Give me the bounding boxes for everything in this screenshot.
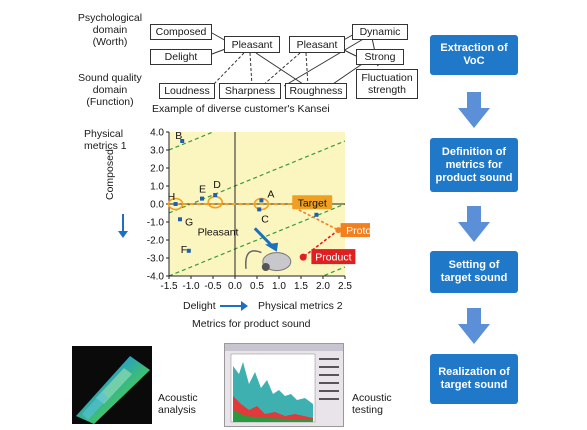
- data-point: [259, 198, 264, 203]
- data-point: [314, 212, 319, 217]
- data-point-label: E: [199, 184, 206, 196]
- x-tick-label: -0.5: [204, 281, 222, 292]
- prototype-path: [294, 206, 339, 231]
- x-tick-label: -1.5: [160, 281, 178, 292]
- x-axis-title: Physical metrics 2: [258, 300, 343, 312]
- spectrum-plot: [225, 344, 343, 423]
- prototype-marker: [335, 227, 342, 234]
- sound-quality-domain-label: Sound quality domain (Function): [78, 72, 142, 108]
- data-point: [257, 207, 262, 212]
- y-tick-label: -3.0: [147, 254, 165, 265]
- y-tick-label: -1.0: [147, 218, 165, 229]
- acoustic-analysis-image: [72, 346, 152, 424]
- delight-right-arrow: [219, 301, 248, 311]
- y-tick-label: 0.0: [150, 200, 164, 211]
- data-point-label: D: [213, 179, 221, 191]
- composed-down-arrow-head: [118, 231, 128, 238]
- y-tick-label: -4.0: [147, 272, 165, 283]
- vacuum-cleaner-icon: [245, 250, 292, 272]
- product-marker: [299, 253, 307, 261]
- dynamic-box: Dynamic: [352, 24, 408, 40]
- pleasant-label: Pleasant: [198, 227, 239, 239]
- pleasant-arrow-head: [264, 242, 279, 252]
- x-axis-delight-label: Delight: [183, 300, 248, 312]
- fluctuation-strength-box: Fluctuation strength: [356, 69, 418, 99]
- product-path: [302, 229, 339, 258]
- prototype-label-box: [340, 223, 370, 238]
- data-point: [186, 248, 191, 253]
- vacuum-wheel: [261, 263, 270, 271]
- product-label: Product: [315, 252, 351, 264]
- guide-line-2: [169, 140, 345, 214]
- pleasant-left-box: Pleasant: [224, 36, 280, 53]
- composed-down-arrow: [122, 214, 124, 232]
- target-label: Target: [298, 197, 327, 209]
- target-label-box: [292, 195, 333, 210]
- product-label-box: [311, 249, 356, 265]
- guide-line-3: [169, 132, 215, 151]
- data-point: [200, 196, 204, 201]
- delight-box: Delight: [150, 49, 212, 65]
- data-point-label: H: [168, 191, 176, 203]
- data-point: [180, 139, 185, 143]
- guide-line-1: [169, 203, 345, 276]
- x-tick-label: 2.5: [338, 281, 352, 292]
- data-point: [178, 217, 182, 222]
- acoustic-testing-image: [224, 343, 344, 427]
- pleasant-arrow: [253, 227, 274, 248]
- x-tick-label: 1.5: [294, 281, 308, 292]
- data-point-label: B: [175, 130, 182, 142]
- strong-box: Strong: [356, 49, 404, 65]
- data-point: [173, 202, 178, 206]
- y-tick-label: 3.0: [150, 146, 164, 157]
- x-tick-label: 1.0: [272, 281, 286, 292]
- y-tick-label: 2.0: [150, 164, 164, 175]
- acoustic-analysis-label: Acoustic analysis: [158, 392, 198, 416]
- data-point: [213, 193, 218, 197]
- composed-box: Composed: [150, 24, 212, 40]
- x-tick-label: 0.5: [250, 281, 264, 292]
- vacuum-body: [262, 252, 292, 272]
- y-tick-label: -2.0: [147, 236, 165, 247]
- roughness-box: Roughness: [285, 83, 347, 99]
- loudness-box: Loudness: [159, 83, 215, 99]
- data-point-label: A: [267, 188, 274, 200]
- chart-caption: Metrics for product sound: [192, 318, 311, 330]
- prototype-label: Prototype: [346, 225, 370, 237]
- vacuum-hose: [245, 250, 262, 269]
- product-sound-chart: 4.0 3.0 2.0 1.0 0.0 -1.0 -2.0 -3.0 -4.0 -1.5 -1.0…: [147, 128, 370, 292]
- flow-arrow-2: [458, 206, 490, 242]
- acoustic-surface-plot: [76, 356, 150, 424]
- data-point-label: C: [261, 213, 269, 225]
- flow-arrow-3: [458, 308, 490, 344]
- y-tick-label: 1.0: [150, 182, 164, 193]
- y-axis-title: Physical metrics 1: [84, 128, 127, 152]
- flow-arrow-1: [458, 92, 490, 128]
- sharpness-box: Sharpness: [219, 83, 281, 99]
- x-tick-label: 2.0: [316, 281, 330, 292]
- psychological-domain-label: Psychological domain (Worth): [77, 12, 143, 48]
- data-point-label: G: [185, 216, 193, 228]
- pleasant-right-box: Pleasant: [289, 36, 345, 53]
- acoustic-testing-label: Acoustic testing: [352, 392, 392, 416]
- kansei-links: [211, 32, 379, 87]
- composed-axis-label: Composed: [104, 149, 116, 200]
- highlight-circle: [167, 197, 184, 211]
- x-tick-label: 0.0: [228, 281, 242, 292]
- x-tick-label: -1.0: [182, 281, 200, 292]
- kansei-caption: Example of diverse customer's Kansei: [152, 103, 330, 115]
- y-tick-label: 4.0: [150, 128, 164, 139]
- data-point-label: F: [181, 244, 187, 256]
